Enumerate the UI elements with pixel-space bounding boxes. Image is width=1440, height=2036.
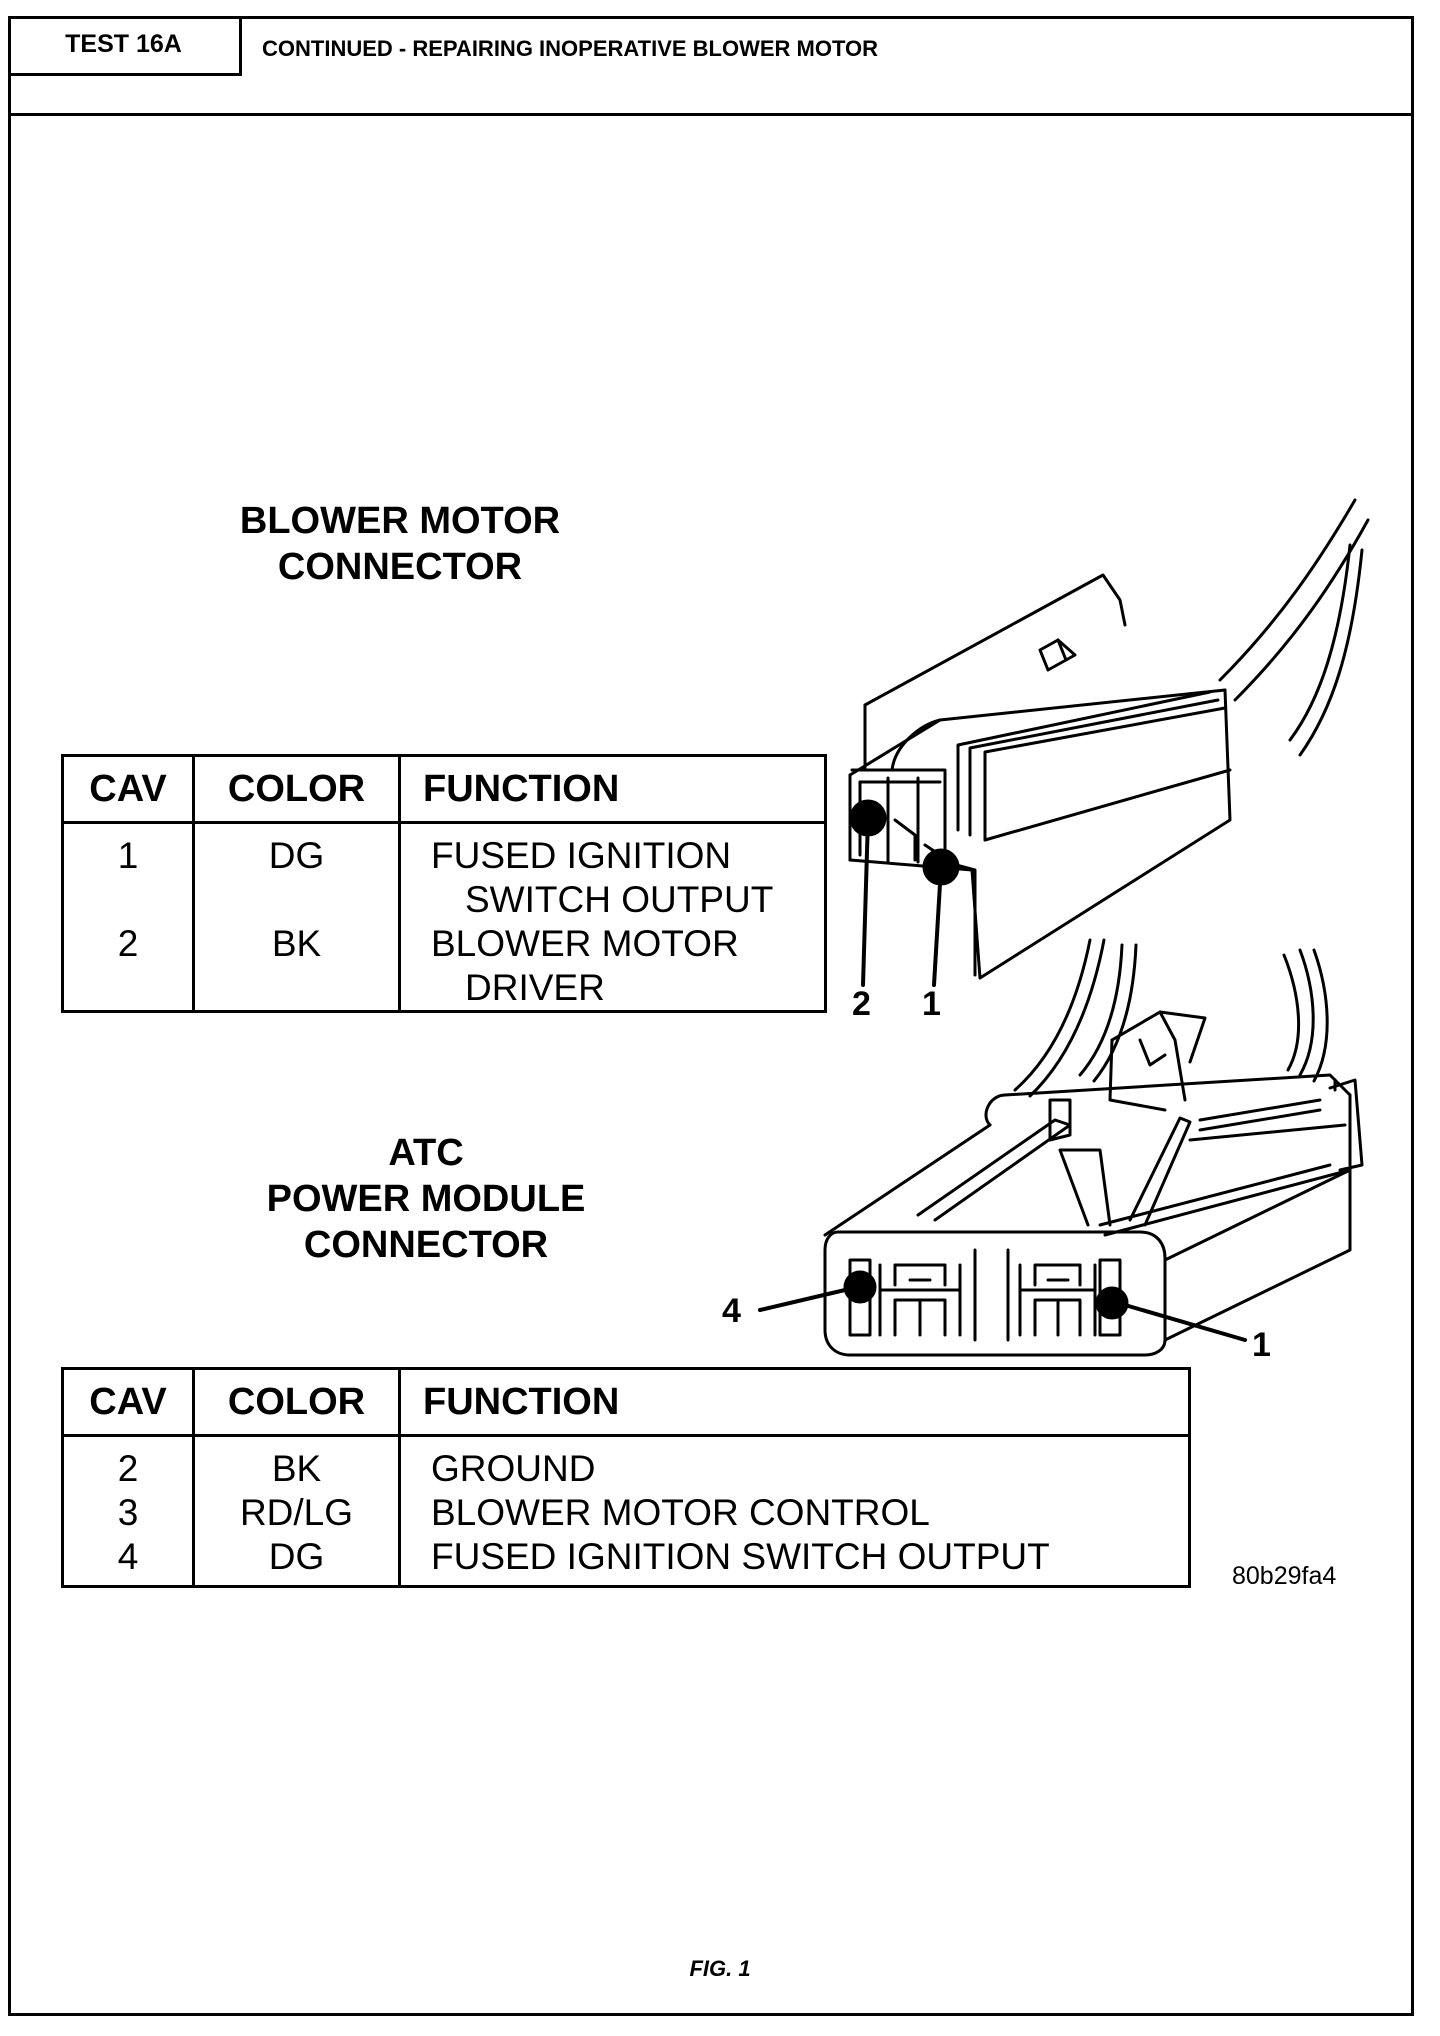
atc-title-line2: POWER MODULE	[266, 1178, 586, 1220]
atc-connector-drawing	[823, 938, 1364, 1357]
column-header-color: COLOR	[193, 1368, 401, 1437]
atc-title-line1: ATC	[388, 1132, 464, 1174]
function-cell: FUSED IGNITION SWITCH OUTPUT	[400, 823, 826, 923]
function-cell: FUSED IGNITION SWITCH OUTPUT	[431, 1536, 1050, 1577]
column-header-function: FUNCTION	[399, 1368, 1190, 1437]
blower-title-line1: BLOWER MOTOR	[239, 500, 561, 542]
function-line: SWITCH OUTPUT	[465, 879, 774, 920]
blower-title-line2: CONNECTOR	[277, 546, 523, 588]
blower-connector-drawing	[848, 498, 1370, 980]
cav-cell: 1	[62, 822, 195, 922]
function-line: FUSED IGNITION	[431, 835, 732, 876]
test-number-box: TEST 16A	[8, 16, 242, 76]
column-header-cav: CAV	[62, 1368, 195, 1437]
table-row: 4 DG FUSED IGNITION SWITCH OUTPUT	[62, 1535, 1190, 1587]
function-cell: BLOWER MOTOR DRIVER	[400, 922, 826, 1012]
function-cell: BLOWER MOTOR CONTROL	[431, 1492, 930, 1533]
color-cell: BK	[193, 1435, 401, 1491]
table-row: 2 BK GROUND	[62, 1435, 1190, 1491]
function-line: DRIVER	[465, 967, 605, 1008]
figure-code: 80b29fa4	[1232, 1562, 1337, 1590]
atc-connector-title: ATC POWER MODULE CONNECTOR	[236, 1130, 616, 1268]
table-row: 2 BK BLOWER MOTOR DRIVER	[62, 922, 826, 1012]
function-line: BLOWER MOTOR	[431, 923, 739, 964]
atc-pin-label-4: 4	[722, 1292, 741, 1330]
color-cell: RD/LG	[193, 1491, 401, 1535]
column-header-color: COLOR	[193, 755, 401, 824]
page-frame	[8, 16, 1414, 2016]
cav-cell: 2	[62, 922, 195, 1012]
figure-caption: FIG. 1	[689, 1956, 751, 1981]
column-header-cav: CAV	[62, 755, 195, 824]
table-header-row: CAV COLOR FUNCTION	[62, 755, 826, 824]
table-row: 3 RD/LG BLOWER MOTOR CONTROL	[62, 1491, 1190, 1535]
color-cell: DG	[193, 822, 401, 922]
table-row: 1 DG FUSED IGNITION SWITCH OUTPUT	[62, 822, 826, 923]
header-title: CONTINUED - REPAIRING INOPERATIVE BLOWER…	[262, 36, 879, 61]
atc-title-line3: CONNECTOR	[303, 1224, 549, 1266]
color-cell: BK	[193, 922, 401, 1012]
table-header-row: CAV COLOR FUNCTION	[62, 1368, 1190, 1437]
blower-pin-label-1: 1	[922, 985, 941, 1023]
atc-pin-label-1: 1	[1252, 1326, 1271, 1364]
cav-cell: 4	[62, 1535, 195, 1587]
cav-cell: 3	[62, 1491, 195, 1535]
test-label: TEST 16A	[65, 30, 182, 58]
blower-connector-title: BLOWER MOTOR CONNECTOR	[210, 498, 590, 590]
atc-cavity-table: CAV COLOR FUNCTION 2 BK GROUND 3 RD/LG B…	[61, 1367, 1191, 1588]
cav-cell: 2	[62, 1435, 195, 1491]
color-cell: DG	[193, 1535, 401, 1587]
header-band	[8, 16, 1414, 116]
blower-pin-label-2: 2	[852, 985, 871, 1023]
blower-cavity-table: CAV COLOR FUNCTION 1 DG FUSED IGNITION S…	[61, 754, 827, 1013]
function-cell: GROUND	[431, 1448, 596, 1489]
column-header-function: FUNCTION	[399, 755, 826, 824]
